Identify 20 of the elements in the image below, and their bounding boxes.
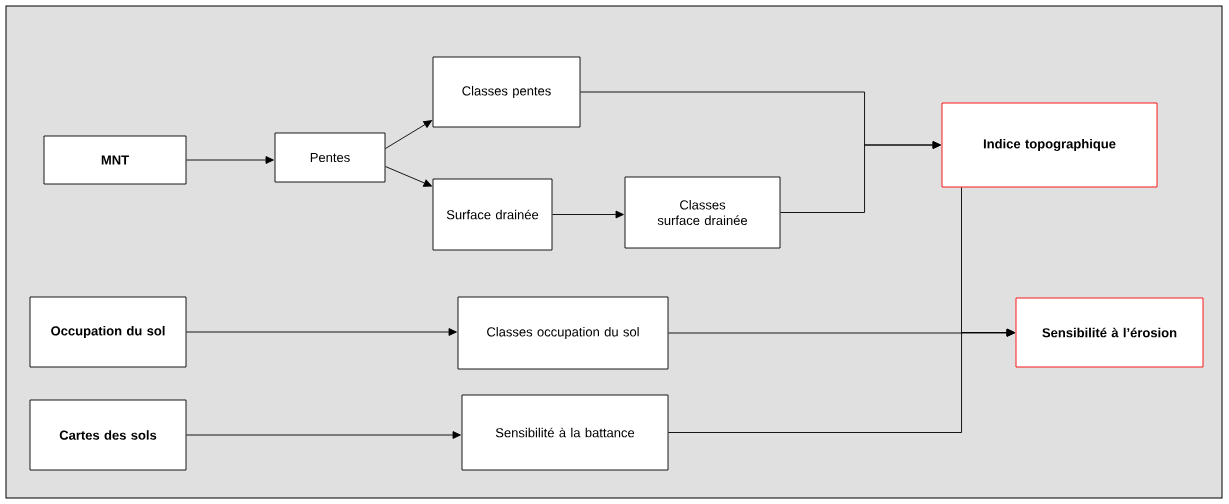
process-box: Surface drainée <box>432 178 553 251</box>
arrow <box>186 328 457 336</box>
arrow <box>186 431 461 439</box>
process-box: Sensibilité à l’érosion <box>1015 297 1204 368</box>
arrow <box>668 328 1015 433</box>
process-box: Occupation du sol <box>29 296 187 368</box>
process-box: Sensibilité à la battance <box>461 394 669 471</box>
arrow <box>552 210 624 219</box>
arrow <box>780 141 941 213</box>
process-box: Cartes des sols <box>29 399 187 471</box>
process-box: Indice topographique <box>941 102 1158 188</box>
process-box: Classes occupation du sol <box>457 296 669 370</box>
process-box: Pentes <box>274 132 386 183</box>
arrow <box>385 120 433 149</box>
arrow <box>668 329 1015 337</box>
process-box: Classes surface drainée <box>624 176 781 249</box>
arrow <box>385 166 432 187</box>
process-box: MNT <box>43 135 187 185</box>
process-box: Classes pentes <box>432 56 581 128</box>
arrow <box>186 156 274 164</box>
